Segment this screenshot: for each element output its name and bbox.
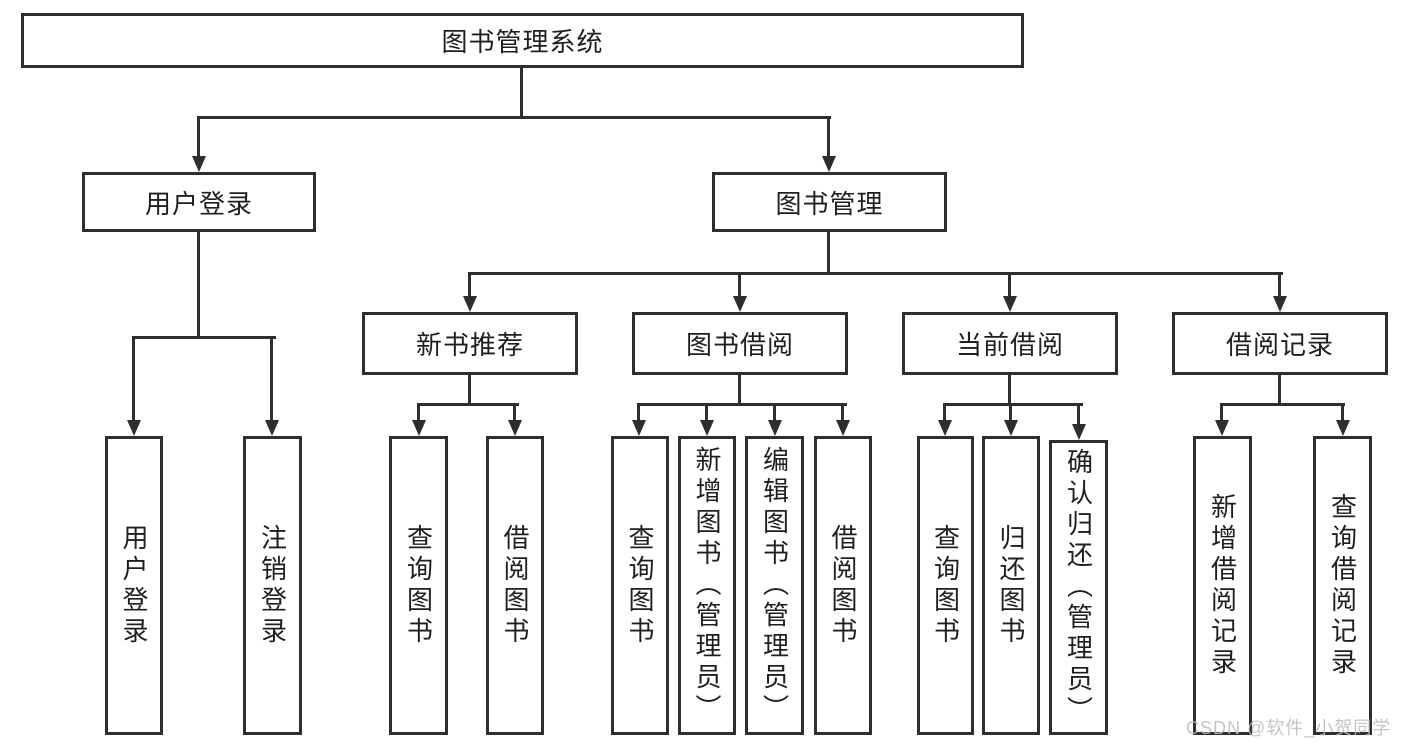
leaf-borrow-book: 借阅图书 — [814, 436, 872, 735]
arrowhead-down-icon — [508, 420, 522, 436]
node-book-borrow-label: 图书借阅 — [685, 330, 794, 360]
connector-line — [738, 375, 741, 405]
connector-line — [637, 403, 640, 421]
leaf-add-borrow-record-label: 新增借阅记录 — [1207, 492, 1238, 679]
arrowhead-down-icon — [1215, 420, 1229, 436]
connector-line — [637, 403, 847, 406]
connector-line — [417, 403, 420, 421]
csdn-watermark: CSDN @软件_小贺同学 — [1186, 718, 1392, 738]
connector-line — [943, 403, 1083, 406]
node-user-login: 用户登录 — [82, 172, 316, 232]
connector-line — [1341, 403, 1344, 421]
connector-line — [132, 336, 276, 339]
node-borrow-records: 借阅记录 — [1172, 312, 1388, 375]
leaf-borrow-book-label: 借阅图书 — [828, 523, 858, 648]
leaf-borrow-query-book-label: 查询图书 — [625, 523, 655, 648]
arrowhead-down-icon — [733, 296, 747, 312]
leaf-return-book-label: 归还图书 — [996, 523, 1026, 648]
leaf-edit-book-admin: 编辑图书（管理员） — [745, 436, 804, 735]
arrowhead-down-icon — [632, 420, 646, 436]
arrowhead-down-icon — [412, 420, 426, 436]
node-root-system: 图书管理系统 — [21, 13, 1024, 68]
arrowhead-down-icon — [700, 420, 714, 436]
node-book-management-label: 图书管理 — [775, 188, 884, 219]
connector-line — [1008, 272, 1011, 298]
node-current-borrow: 当前借阅 — [902, 312, 1118, 375]
connector-line — [1220, 403, 1223, 421]
connector-line — [705, 403, 708, 421]
arrowhead-down-icon — [192, 156, 206, 172]
connector-line — [738, 272, 741, 298]
leaf-add-borrow-record: 新增借阅记录 — [1193, 436, 1252, 735]
node-book-borrow: 图书借阅 — [632, 312, 848, 375]
arrowhead-down-icon — [265, 420, 279, 436]
leaf-return-book: 归还图书 — [982, 436, 1040, 735]
connector-line — [827, 232, 830, 275]
leaf-recommend-borrow-book: 借阅图书 — [486, 436, 544, 735]
arrowhead-down-icon — [1336, 420, 1350, 436]
arrowhead-down-icon — [1004, 420, 1018, 436]
connector-line — [943, 403, 946, 421]
leaf-recommend-borrow-book-label: 借阅图书 — [500, 523, 530, 648]
arrowhead-down-icon — [1072, 424, 1086, 440]
connector-line — [1077, 403, 1080, 425]
leaf-add-book-admin: 新增图书（管理员） — [678, 436, 736, 735]
connector-line — [1009, 403, 1012, 421]
connector-line — [1220, 403, 1345, 406]
connector-line — [270, 336, 273, 421]
leaf-recommend-query-book-label: 查询图书 — [403, 523, 434, 648]
node-user-login-label: 用户登录 — [144, 188, 253, 219]
connector-line — [468, 375, 471, 405]
leaf-add-book-admin-label: 新增图书（管理员） — [692, 446, 722, 725]
leaf-edit-book-admin-label: 编辑图书（管理员） — [759, 446, 790, 725]
leaf-confirm-return-admin: 确认归还（管理员） — [1049, 440, 1108, 735]
leaf-recommend-query-book: 查询图书 — [389, 436, 448, 735]
arrowhead-down-icon — [127, 420, 141, 436]
connector-line — [773, 403, 776, 421]
arrowhead-down-icon — [1003, 296, 1017, 312]
leaf-user-login: 用户登录 — [105, 436, 163, 735]
node-current-borrow-label: 当前借阅 — [955, 330, 1064, 360]
connector-line — [1008, 375, 1011, 405]
connector-line — [827, 116, 830, 157]
node-root-label: 图书管理系统 — [441, 27, 604, 57]
leaf-confirm-return-admin-label: 确认归还（管理员） — [1063, 448, 1094, 727]
leaf-logout: 注销登录 — [243, 436, 302, 735]
arrowhead-down-icon — [463, 296, 477, 312]
connector-line — [197, 116, 200, 157]
connector-line — [197, 232, 200, 339]
leaf-query-borrow-record-label: 查询借阅记录 — [1327, 492, 1358, 679]
connector-line — [468, 272, 471, 298]
leaf-user-login-label: 用户登录 — [119, 523, 149, 648]
node-new-book-recommend-label: 新书推荐 — [415, 330, 524, 360]
connector-line — [417, 403, 519, 406]
connector-line — [520, 68, 523, 119]
arrowhead-down-icon — [1273, 296, 1287, 312]
connector-line — [841, 403, 844, 421]
leaf-logout-label: 注销登录 — [257, 523, 288, 648]
connector-line — [1278, 375, 1281, 405]
connector-line — [1278, 272, 1281, 298]
leaf-query-borrow-record: 查询借阅记录 — [1313, 436, 1372, 735]
arrowhead-down-icon — [822, 156, 836, 172]
node-book-management: 图书管理 — [712, 172, 947, 232]
leaf-current-query-book-label: 查询图书 — [930, 523, 961, 648]
connector-line — [132, 336, 135, 421]
arrowhead-down-icon — [836, 420, 850, 436]
leaf-borrow-query-book: 查询图书 — [611, 436, 669, 735]
node-new-book-recommend: 新书推荐 — [362, 312, 578, 375]
node-borrow-records-label: 借阅记录 — [1225, 330, 1334, 360]
connector-line — [513, 403, 516, 421]
connector-line — [468, 272, 1283, 275]
connector-line — [197, 116, 831, 119]
leaf-current-query-book: 查询图书 — [917, 436, 974, 735]
arrowhead-down-icon — [938, 420, 952, 436]
arrowhead-down-icon — [768, 420, 782, 436]
